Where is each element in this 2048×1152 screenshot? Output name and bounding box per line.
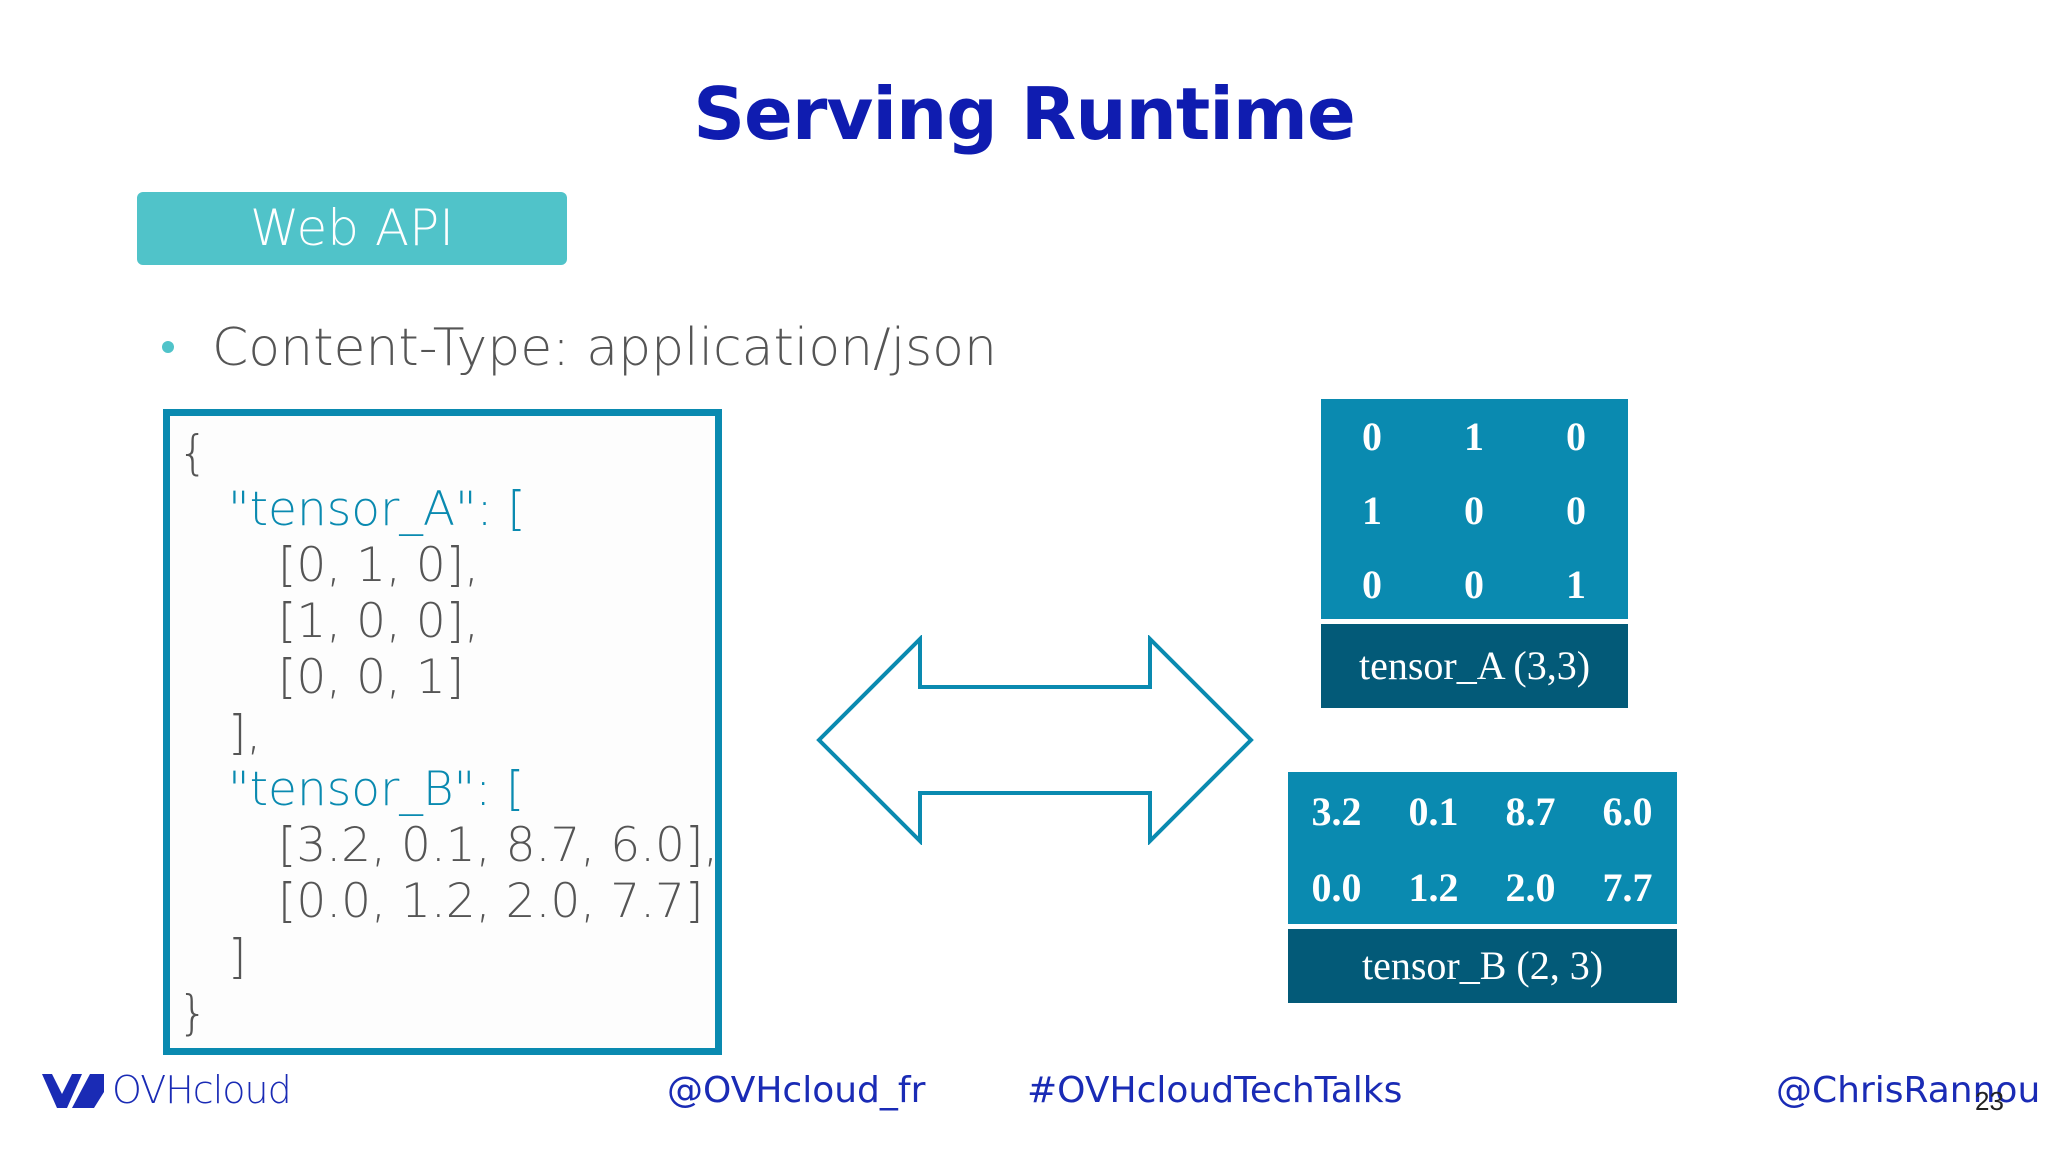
json-line: ],	[228, 706, 262, 761]
matrix-cell: 0	[1362, 414, 1382, 459]
matrix-cell: 3.2	[1311, 789, 1362, 834]
tensor-b-matrix: 3.2 0.1 8.7 6.0 0.0 1.2 2.0 7.7	[1288, 772, 1677, 924]
matrix-cell: 0	[1464, 488, 1484, 533]
matrix-cell: 0	[1464, 562, 1484, 607]
matrix-cell: 0	[1566, 488, 1586, 533]
matrix-cell: 1.2	[1408, 865, 1459, 910]
matrix-cell: 0.0	[1311, 865, 1362, 910]
matrix-cell: 1	[1464, 414, 1484, 459]
json-line: [0.0, 1.2, 2.0, 7.7]	[278, 874, 704, 929]
footer-handle: @OVHcloud_fr	[667, 1070, 926, 1111]
footer-author: @ChrisRannou	[1776, 1070, 2041, 1111]
matrix-cell: 0	[1566, 414, 1586, 459]
bullet-text: Content-Type: application/json	[212, 318, 997, 378]
footer-hashtag: #OVHcloudTechTalks	[1027, 1070, 1403, 1111]
json-line: ]	[228, 930, 247, 985]
tensor-a-matrix: 0 1 0 1 0 0 0 0 1	[1321, 399, 1628, 619]
json-line: [1, 0, 0],	[278, 594, 480, 649]
matrix-cell: 0.1	[1408, 789, 1459, 834]
json-line: [0, 0, 1]	[278, 650, 465, 705]
matrix-cell: 1	[1362, 488, 1382, 533]
json-line: "tensor_A": [	[228, 482, 526, 538]
ovhcloud-logo-icon	[42, 1074, 104, 1108]
json-code-box: { "tensor_A": [ [0, 1, 0], [1, 0, 0], [0…	[163, 409, 722, 1055]
json-line: "tensor_B": [	[228, 762, 524, 818]
page-number: 23	[1975, 1086, 2004, 1116]
matrix-cell: 0	[1362, 562, 1382, 607]
matrix-cell: 6.0	[1602, 789, 1653, 834]
json-key: "tensor_B": [	[228, 762, 525, 817]
json-line: }	[178, 986, 208, 1041]
footer-brand: OVHcloud	[112, 1068, 292, 1112]
matrix-cell: 2.0	[1505, 865, 1556, 910]
tensor-a-caption: tensor_A (3,3)	[1321, 624, 1628, 708]
json-line: [3.2, 0.1, 8.7, 6.0],	[278, 818, 719, 873]
tensor-b-caption: tensor_B (2, 3)	[1288, 929, 1677, 1003]
slide-title: Serving Runtime	[693, 72, 1356, 156]
matrix-cell: 7.7	[1602, 865, 1653, 910]
matrix-cell: 1	[1566, 562, 1586, 607]
json-line: {	[178, 426, 208, 481]
web-api-badge: Web API	[137, 192, 567, 265]
bullet-icon	[162, 341, 174, 353]
json-key: "tensor_A": [	[228, 482, 526, 537]
matrix-cell: 8.7	[1505, 789, 1556, 834]
json-line: [0, 1, 0],	[278, 538, 480, 593]
double-arrow-icon	[816, 635, 1254, 845]
